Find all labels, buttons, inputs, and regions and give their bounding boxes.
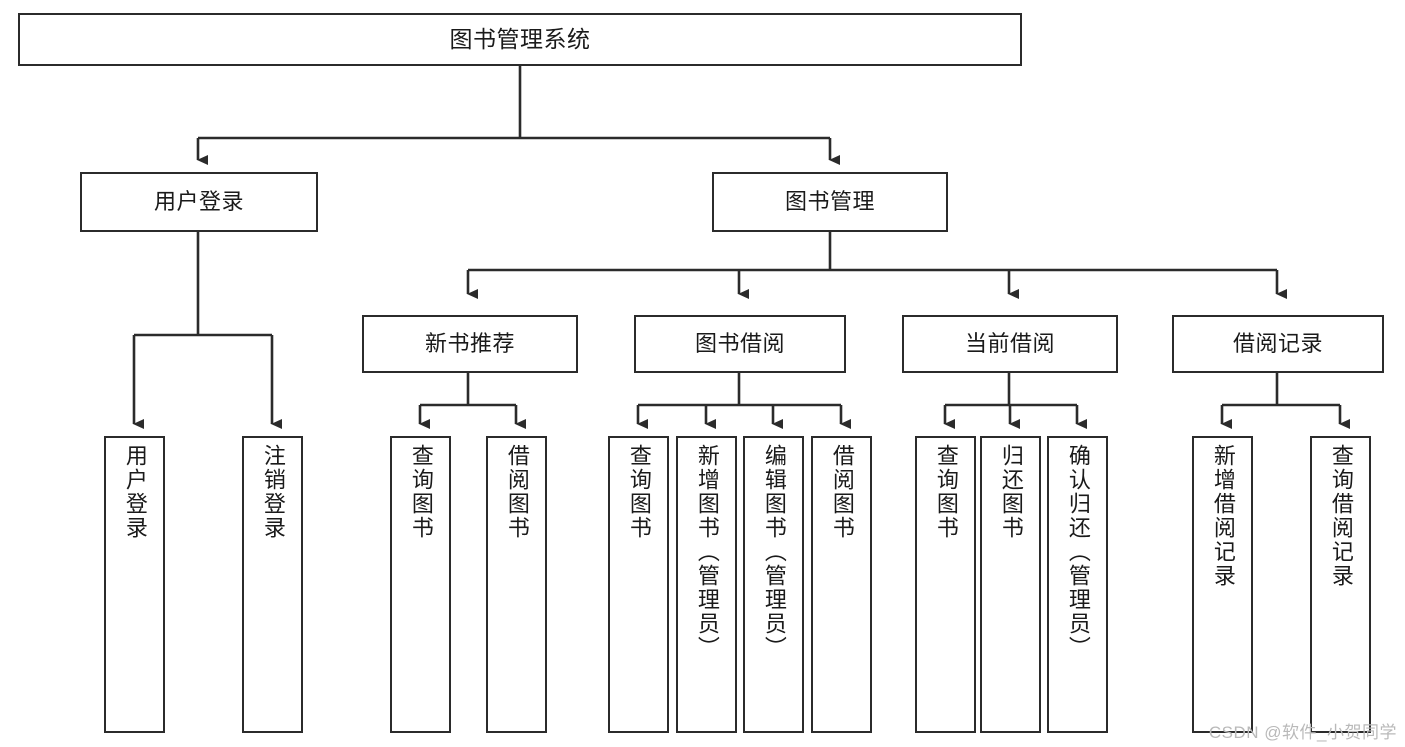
node-root-system[interactable]: 图书管理系统 — [18, 13, 1022, 66]
node-label: 查询借阅记录 — [1328, 444, 1354, 588]
node-label: 用户登录 — [122, 444, 148, 540]
node-label: 用户登录 — [153, 189, 244, 215]
node-label: 查询图书 — [933, 444, 959, 540]
edges-current-borrow-to-leaves — [943, 373, 1087, 429]
node-leaf-user-login[interactable]: 用户登录 — [104, 436, 165, 733]
edges-root-to-level2 — [196, 66, 840, 165]
node-leaf-edit-book[interactable]: 编辑图书（管理员） — [743, 436, 804, 733]
node-leaf-query-book-3[interactable]: 查询图书 — [915, 436, 976, 733]
node-leaf-user-logout[interactable]: 注销登录 — [242, 436, 303, 733]
node-leaf-borrow-book-2[interactable]: 借阅图书 — [811, 436, 872, 733]
csdn-watermark: CSDN @软件_小贺同学 — [1208, 723, 1397, 742]
node-label: 借阅图书 — [504, 444, 530, 540]
node-borrow-record[interactable]: 借阅记录 — [1172, 315, 1384, 373]
node-label: 查询图书 — [408, 444, 434, 540]
node-label: 图书管理 — [784, 189, 875, 215]
node-label: 图书借阅 — [694, 331, 785, 357]
node-new-book-recommend[interactable]: 新书推荐 — [362, 315, 578, 373]
node-label: 编辑图书（管理员） — [761, 444, 787, 660]
node-leaf-return-book[interactable]: 归还图书 — [980, 436, 1041, 733]
edges-new-book-recommend-to-leaves — [418, 373, 526, 429]
edges-borrow-record-to-leaves — [1220, 373, 1350, 429]
node-label: 借阅记录 — [1232, 331, 1323, 357]
node-label: 新增图书（管理员） — [694, 444, 720, 660]
node-leaf-query-book-2[interactable]: 查询图书 — [608, 436, 669, 733]
node-label: 确认归还（管理员） — [1065, 444, 1091, 660]
node-book-management[interactable]: 图书管理 — [712, 172, 948, 232]
node-label: 当前借阅 — [964, 331, 1055, 357]
node-leaf-add-record[interactable]: 新增借阅记录 — [1192, 436, 1253, 733]
node-leaf-query-record[interactable]: 查询借阅记录 — [1310, 436, 1371, 733]
node-book-borrow[interactable]: 图书借阅 — [634, 315, 846, 373]
node-label: 新书推荐 — [424, 331, 515, 357]
node-current-borrow[interactable]: 当前借阅 — [902, 315, 1118, 373]
node-label: 借阅图书 — [829, 444, 855, 540]
edges-user-login-to-leaves — [132, 232, 282, 429]
node-user-login[interactable]: 用户登录 — [80, 172, 318, 232]
node-label: 图书管理系统 — [449, 25, 591, 52]
node-label: 新增借阅记录 — [1210, 444, 1236, 588]
node-label: 归还图书 — [998, 444, 1024, 540]
edges-book-management-to-level3 — [466, 232, 1287, 299]
node-label: 查询图书 — [626, 444, 652, 540]
node-leaf-borrow-book-1[interactable]: 借阅图书 — [486, 436, 547, 733]
node-leaf-query-book-1[interactable]: 查询图书 — [390, 436, 451, 733]
node-leaf-confirm-return[interactable]: 确认归还（管理员） — [1047, 436, 1108, 733]
node-label: 注销登录 — [260, 444, 286, 540]
node-leaf-add-book[interactable]: 新增图书（管理员） — [676, 436, 737, 733]
edges-book-borrow-to-leaves — [636, 373, 851, 429]
